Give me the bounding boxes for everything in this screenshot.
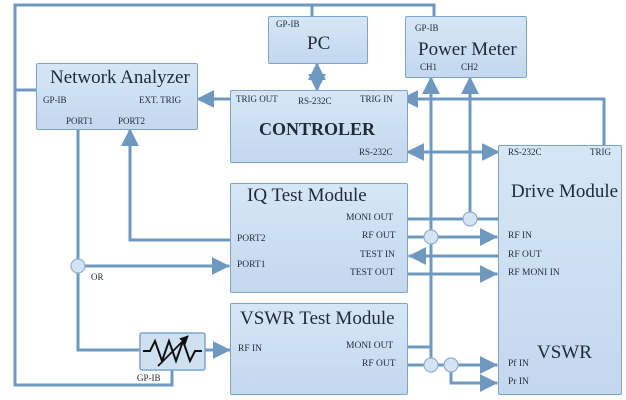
attenuator-gpib-label: GP-IB [137, 373, 161, 383]
gpib-bus-wire [13, 3, 436, 92]
vswr-test-module-box [230, 303, 408, 395]
junction-pr-in [443, 357, 459, 373]
iq-port2-label: PORT2 [237, 234, 266, 244]
drive-rf-out-label: RF OUT [508, 250, 542, 260]
iq-port1-label: PORT1 [237, 260, 266, 270]
power-meter-title: Power Meter [418, 39, 517, 60]
controller-box [230, 90, 408, 163]
network-analyzer-port2-label: PORT2 [118, 116, 145, 126]
drive-vswr-title: VSWR [537, 342, 592, 363]
power-meter-box [405, 16, 527, 78]
port2-wire [121, 128, 232, 242]
drive-rf-moni-in-label: RF MONI IN [508, 268, 560, 278]
controller-trig-out-label: TRIG OUT [236, 94, 278, 104]
iq-test-out-label: TEST OUT [350, 268, 395, 278]
network-analyzer-title: Network Analyzer [50, 67, 190, 88]
or-label: OR [91, 272, 104, 282]
power-meter-ch1-label: CH1 [420, 62, 438, 72]
iq-test-in-label: TEST IN [360, 250, 395, 260]
vswr-test-module-title: VSWR Test Module [240, 308, 395, 329]
port1-wire [76, 128, 142, 352]
junction-ch1 [423, 229, 439, 245]
drive-pr-in-label: Pr IN [508, 377, 529, 387]
network-analyzer-port1-label: PORT1 [66, 116, 93, 126]
iq-test-module-title: IQ Test Module [247, 185, 367, 206]
network-analyzer-gpib-label: GP-IB [43, 95, 67, 105]
network-analyzer-box [36, 63, 198, 130]
power-meter-ch2-label: CH2 [461, 62, 479, 72]
drive-trig-label: TRIG [590, 147, 611, 157]
vswr-moni-out-label: MONI OUT [346, 341, 394, 351]
iq-test-module-box [230, 183, 408, 293]
variable-attenuator-icon [139, 332, 206, 371]
pc-gpib-label: GP-IB [276, 19, 300, 29]
junction-vswr-rf-out [423, 357, 439, 373]
vswr-rf-in-label: RF IN [238, 344, 263, 354]
drive-module-title: Drive Module [511, 181, 619, 202]
controller-rs232c-top-label: RS-232C [298, 96, 332, 106]
drive-module-box [498, 145, 622, 395]
drive-pf-in-label: Pf IN [508, 359, 529, 369]
vswr-rf-out-label: RF OUT [362, 359, 396, 369]
power-meter-gpib-label: GP-IB [415, 23, 439, 33]
drive-rf-in-label: RF IN [508, 231, 533, 241]
junction-ch2 [462, 211, 478, 227]
controller-trig-in-label: TRIG IN [360, 94, 393, 104]
iq-rf-out-label: RF OUT [362, 231, 396, 241]
junction-or [70, 258, 86, 274]
gpib-bus-attenuator-wire [13, 88, 174, 387]
pc-title: PC [307, 33, 331, 54]
controller-rs232c-right-label: RS-232C [359, 147, 393, 157]
drive-rs232c-label: RS-232C [508, 147, 542, 157]
network-analyzer-ext-trig-label: EXT. TRIG [139, 95, 182, 105]
controller-title: CONTROLER [259, 119, 376, 139]
pc-box [268, 16, 368, 64]
iq-moni-out-label: MONI OUT [346, 213, 394, 223]
